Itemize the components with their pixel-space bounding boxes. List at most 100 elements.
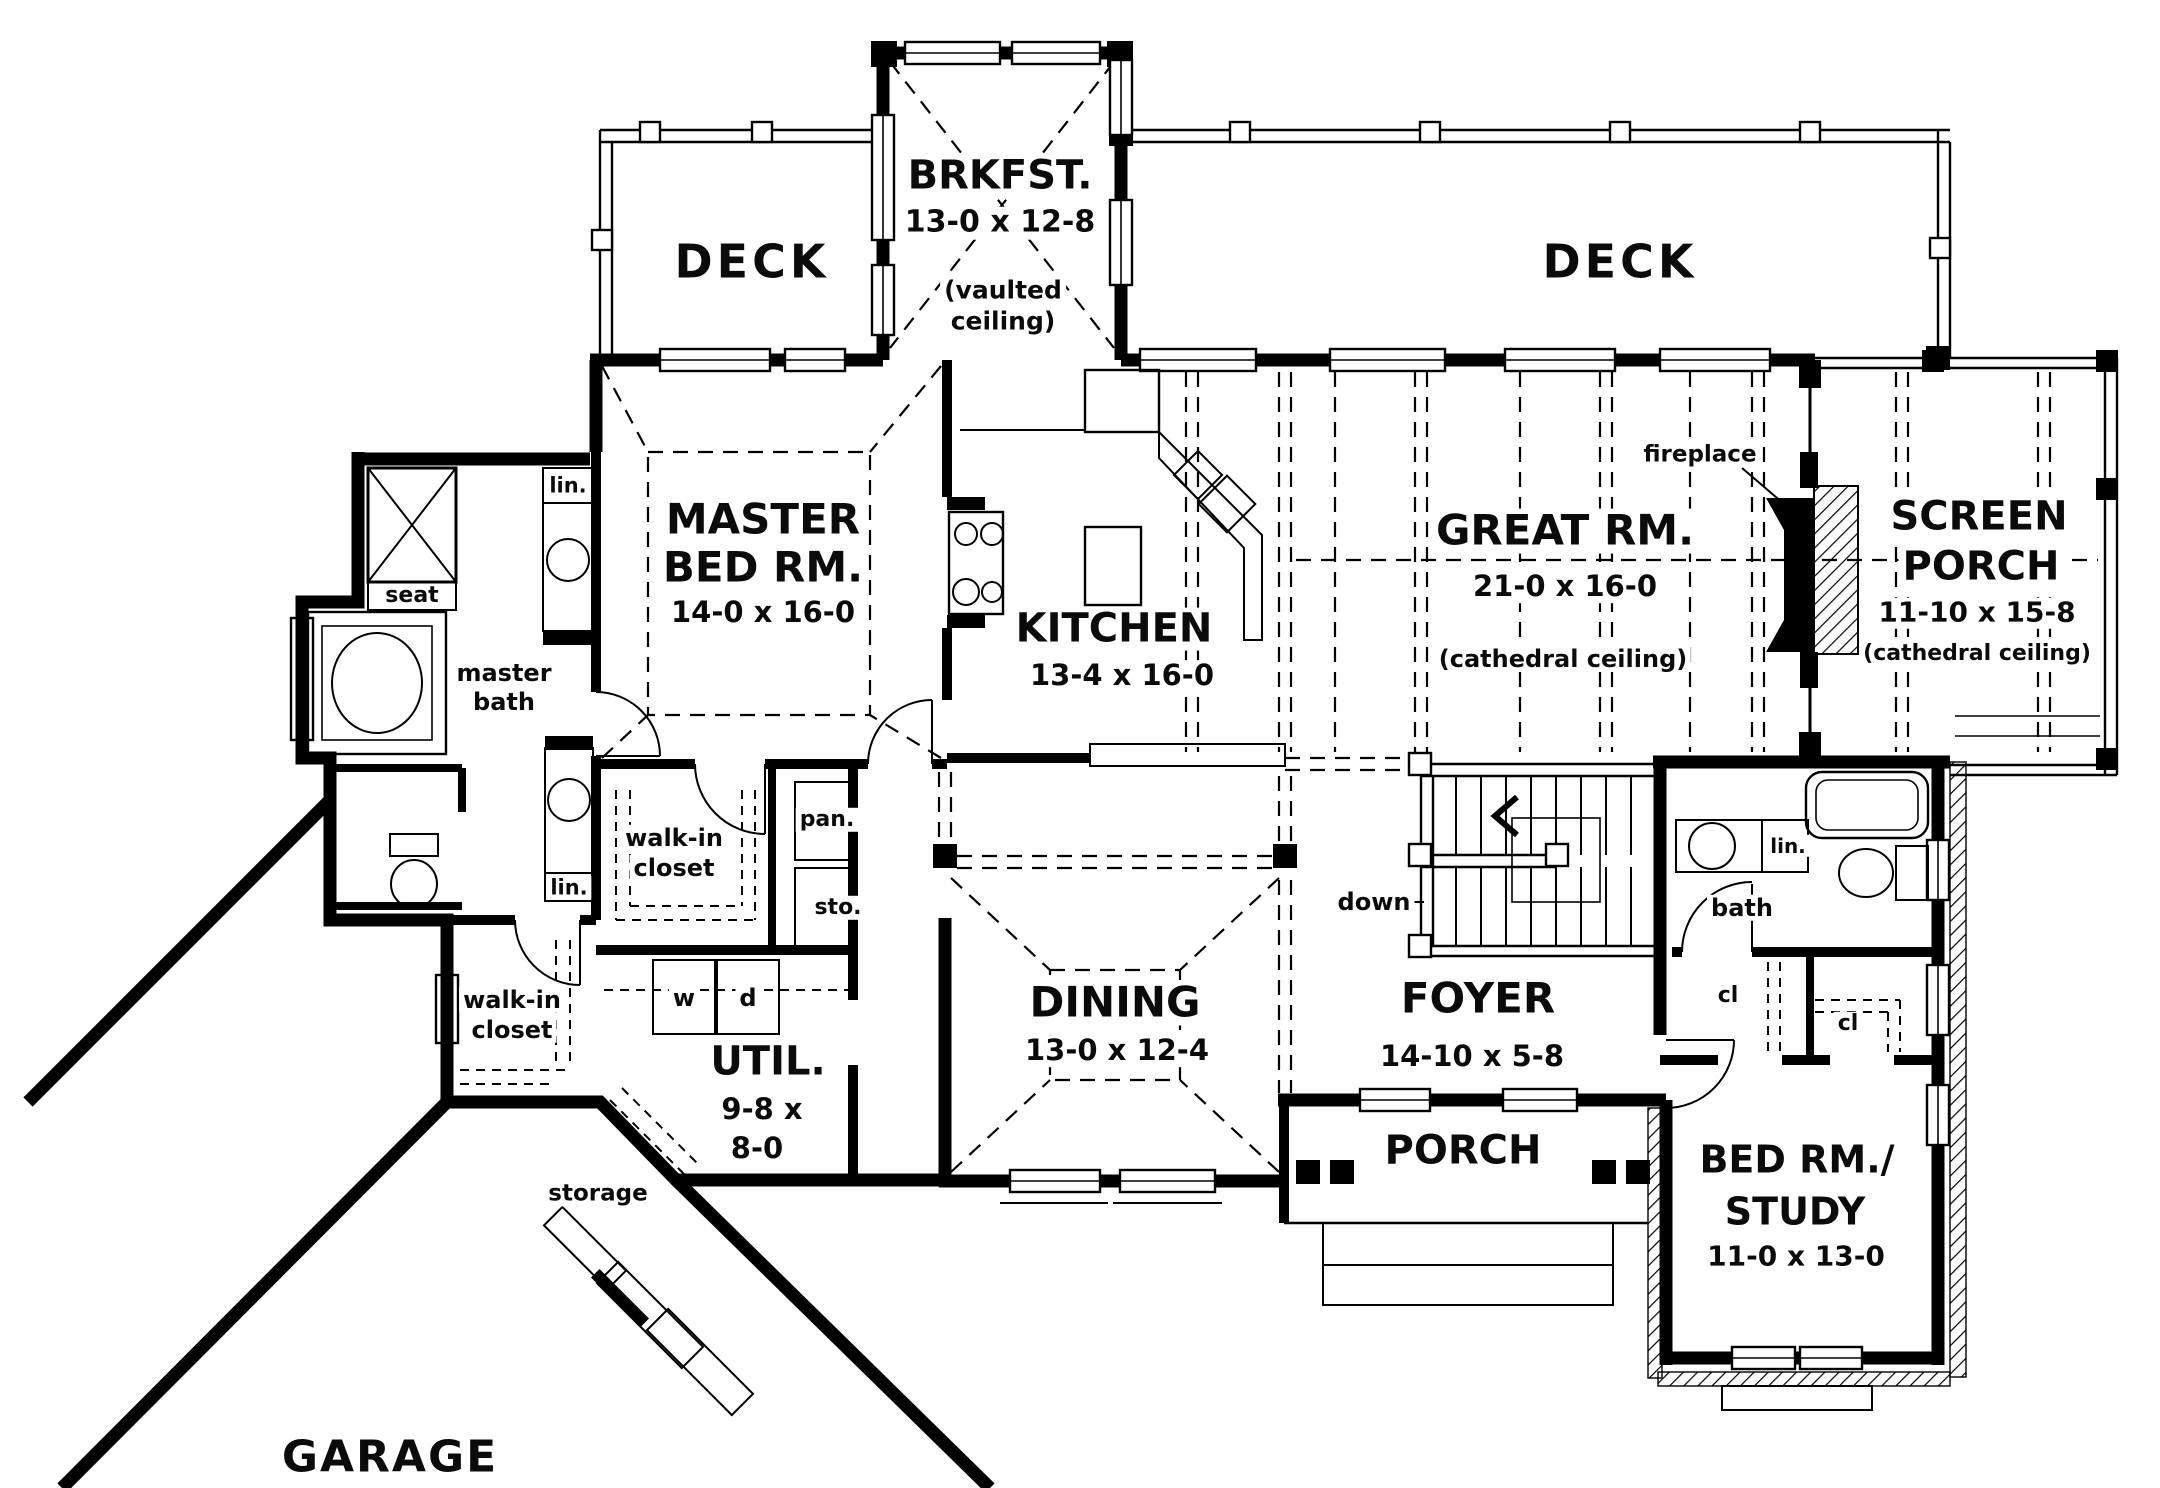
great-dims: 21-0 x 16-0 <box>1468 571 1662 603</box>
wic2-label-1: walk-in <box>621 824 727 852</box>
great-ceiling: (cathedral ceiling) <box>1434 645 1692 673</box>
bathtub <box>1804 770 1930 840</box>
sink-basin <box>1197 474 1257 534</box>
entry-door <box>591 1269 649 1327</box>
brick-hatch <box>1949 761 1967 1378</box>
dining-dims: 13-0 x 12-4 <box>1020 1035 1214 1067</box>
staircase <box>1406 751 1667 1035</box>
window <box>1328 347 1447 373</box>
corner-sink-counter <box>1158 429 1263 641</box>
bed-label-2: STUDY <box>1720 1191 1870 1233</box>
master-label-2: BED RM. <box>658 545 868 591</box>
screen-dims: 11-10 x 15-8 <box>1874 597 2080 629</box>
screen-label-1: SCREEN <box>1886 495 2072 539</box>
shower <box>366 466 458 611</box>
toilet <box>1838 845 1929 901</box>
window <box>1010 40 1102 66</box>
porch-label: PORCH <box>1380 1129 1546 1173</box>
bedroom-study <box>1647 1039 1951 1411</box>
deck-right-railing <box>1127 120 1952 370</box>
window <box>1503 347 1617 373</box>
kitchen-dims: 13-4 x 16-0 <box>1025 660 1219 692</box>
wic2-label-2: closet <box>629 854 719 882</box>
walkin-closet-2-shelves <box>615 790 756 921</box>
great-room <box>1277 372 1806 772</box>
garage-walls <box>23 795 995 1488</box>
fireplace <box>1766 360 1859 760</box>
sink-basin <box>1172 449 1224 501</box>
bath-label: bath <box>1707 894 1777 922</box>
window <box>1358 1087 1432 1113</box>
vaulted-ceiling-lines <box>889 61 1115 349</box>
window <box>783 347 847 373</box>
bar-counter <box>1089 743 1286 767</box>
column <box>1626 1160 1650 1184</box>
window <box>658 347 772 373</box>
fireplace-label: fireplace <box>1639 442 1761 468</box>
tray-ceiling-lines <box>601 365 942 759</box>
firebox <box>1766 498 1814 652</box>
door-arc <box>1665 1039 1735 1109</box>
newel-post <box>1407 933 1433 959</box>
toilet <box>389 833 439 909</box>
master-bath-2: bath <box>469 688 539 716</box>
foyer-label: FOYER <box>1396 976 1560 1022</box>
column <box>1330 1160 1354 1184</box>
foyer-ceiling-break <box>1285 756 1413 772</box>
deck-left-label: DECK <box>670 237 834 287</box>
lin-bath: lin. <box>1766 834 1810 858</box>
util-label: UTIL. <box>706 1040 830 1084</box>
screen-ceiling: (cathedral ceiling) <box>1859 641 2095 667</box>
column <box>1296 1160 1320 1184</box>
lin-master-2: lin. <box>546 876 592 900</box>
window <box>870 263 896 337</box>
washer-label: w <box>668 984 700 1012</box>
down-arrow-icon <box>1490 794 1519 838</box>
door-arc <box>514 919 581 986</box>
pan-label: pan. <box>795 807 859 833</box>
storage-label: storage <box>544 1181 652 1207</box>
window <box>1108 198 1134 287</box>
stair-treads <box>1455 776 1632 946</box>
util-dims-2: 8-0 <box>726 1133 788 1165</box>
dining-room <box>933 772 1297 1188</box>
deck-left-railing <box>590 120 877 354</box>
dining-label: DINING <box>1025 980 1205 1026</box>
down-label: down <box>1333 888 1415 916</box>
screen-porch <box>1815 350 2119 777</box>
window <box>1118 1168 1217 1194</box>
window <box>870 113 896 242</box>
column <box>1592 1160 1616 1184</box>
front-porch <box>1278 1093 1666 1306</box>
shower-seat <box>367 581 457 611</box>
sto-label: sto. <box>810 895 866 921</box>
door-arc <box>595 691 933 835</box>
kitchen-label: KITCHEN <box>1011 607 1217 651</box>
master-dims: 14-0 x 16-0 <box>666 597 860 629</box>
garage-label: GARAGE <box>277 1434 503 1482</box>
deck-right-label: DECK <box>1538 237 1702 287</box>
window <box>1108 58 1134 137</box>
windows <box>289 40 1951 1371</box>
kitchen <box>942 360 1286 767</box>
brkfst-label: BRKFST. <box>903 154 1097 198</box>
vanity-sink <box>542 502 594 645</box>
brkfst-ceiling-2: ceiling) <box>946 307 1060 335</box>
brick-hatch <box>1647 1107 1663 1379</box>
cl-label-1: cl <box>1713 983 1743 1009</box>
ceiling-break <box>1184 372 1200 752</box>
cl-label-2: cl <box>1833 1011 1863 1037</box>
attic-dashed-lines <box>609 1087 701 1179</box>
lin-master-1: lin. <box>545 474 591 498</box>
newel-post <box>1407 751 1433 777</box>
foyer-dims: 14-10 x 5-8 <box>1375 1041 1569 1073</box>
porch-step <box>1322 1264 1614 1306</box>
brkfst-ceiling-1: (vaulted <box>940 276 1066 304</box>
window <box>1138 347 1258 373</box>
dryer-label: d <box>735 984 761 1012</box>
newel-post <box>1544 842 1570 868</box>
bed-dims: 11-0 x 13-0 <box>1703 1241 1889 1273</box>
wic1-label-2: closet <box>467 1016 557 1044</box>
